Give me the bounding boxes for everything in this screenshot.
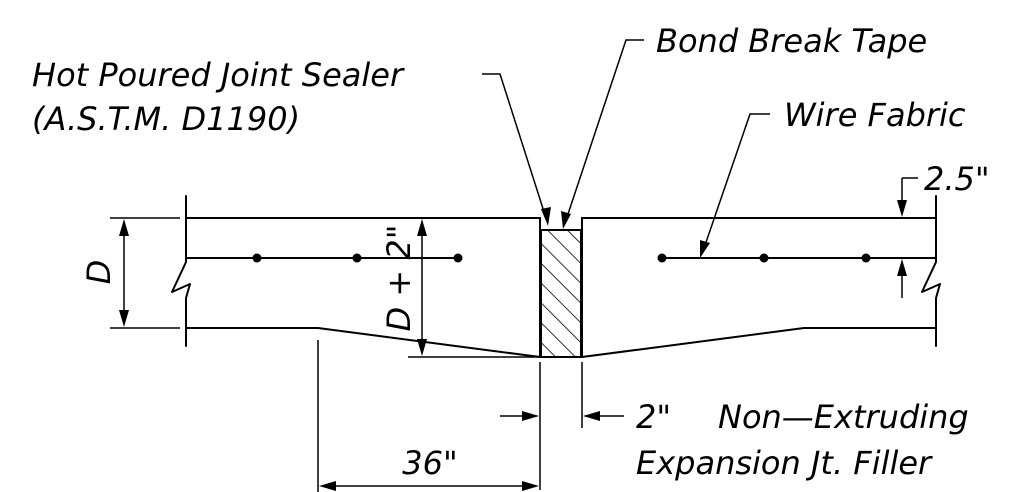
wire-dot	[657, 253, 667, 263]
arrowhead-icon	[319, 481, 336, 491]
wire-fabric-right	[657, 253, 937, 263]
bond-break-tape-label: Bond Break Tape	[656, 22, 927, 60]
expansion-joint-filler	[540, 229, 582, 358]
filler-width-label: 2"	[636, 398, 671, 436]
left-break-line	[171, 195, 191, 347]
leader-line	[701, 113, 770, 255]
right-break-line	[921, 195, 941, 347]
arrowhead-icon	[541, 207, 551, 226]
joint-sealer-label-line2: (A.S.T.M. D1190)	[32, 100, 300, 138]
wire-dot	[759, 253, 769, 263]
leader-line	[565, 39, 644, 221]
arrowhead-icon	[119, 219, 129, 236]
joint-sealer-label-line1: Hot Poured Joint Sealer	[32, 56, 405, 94]
left-slab	[171, 195, 541, 358]
wire-dot	[861, 253, 871, 263]
arrowhead-icon	[561, 211, 571, 229]
right-slab-thickened-taper	[581, 327, 805, 358]
arrowhead-icon	[522, 481, 539, 491]
arrowhead-icon	[583, 411, 600, 421]
arrowhead-icon	[897, 259, 907, 276]
bond-break-tape-callout: Bond Break Tape	[561, 22, 927, 229]
wire-dot	[453, 253, 463, 263]
slab-thickness-label: D	[80, 260, 118, 285]
slab-thickness-dimension: D	[80, 217, 180, 329]
cover-dimension: 2.5"	[897, 160, 990, 298]
filler-label-line2: Expansion Jt. Filler	[636, 444, 933, 482]
cover-dimension-label: 2.5"	[924, 160, 990, 198]
thickened-edge-dimension: D + 2"	[380, 219, 540, 358]
taper-length-label: 36"	[402, 444, 457, 482]
wire-dot	[252, 253, 262, 263]
filler-label-line1: Non—Extruding	[718, 398, 969, 436]
leader-line	[482, 73, 547, 219]
left-slab-thickened-taper	[317, 327, 541, 358]
wire-fabric-label: Wire Fabric	[784, 96, 966, 134]
arrowhead-icon	[119, 310, 129, 327]
wire-fabric-callout: Wire Fabric	[700, 96, 966, 258]
joint-sealer-callout: Hot Poured Joint Sealer (A.S.T.M. D1190)	[32, 56, 551, 226]
wire-dot	[352, 253, 362, 263]
arrowhead-icon	[700, 240, 710, 258]
arrowhead-icon	[417, 219, 427, 236]
thickened-edge-label: D + 2"	[380, 225, 418, 332]
arrowhead-icon	[522, 411, 539, 421]
taper-length-dimension: 36"	[317, 340, 539, 492]
wire-fabric-left	[185, 253, 463, 263]
filler-width-dimension: 2" Non—Extruding Expansion Jt. Filler	[500, 362, 969, 490]
filler-hatched-block	[540, 229, 582, 358]
arrowhead-icon	[417, 339, 427, 356]
right-slab	[581, 195, 941, 358]
arrowhead-icon	[897, 200, 907, 217]
